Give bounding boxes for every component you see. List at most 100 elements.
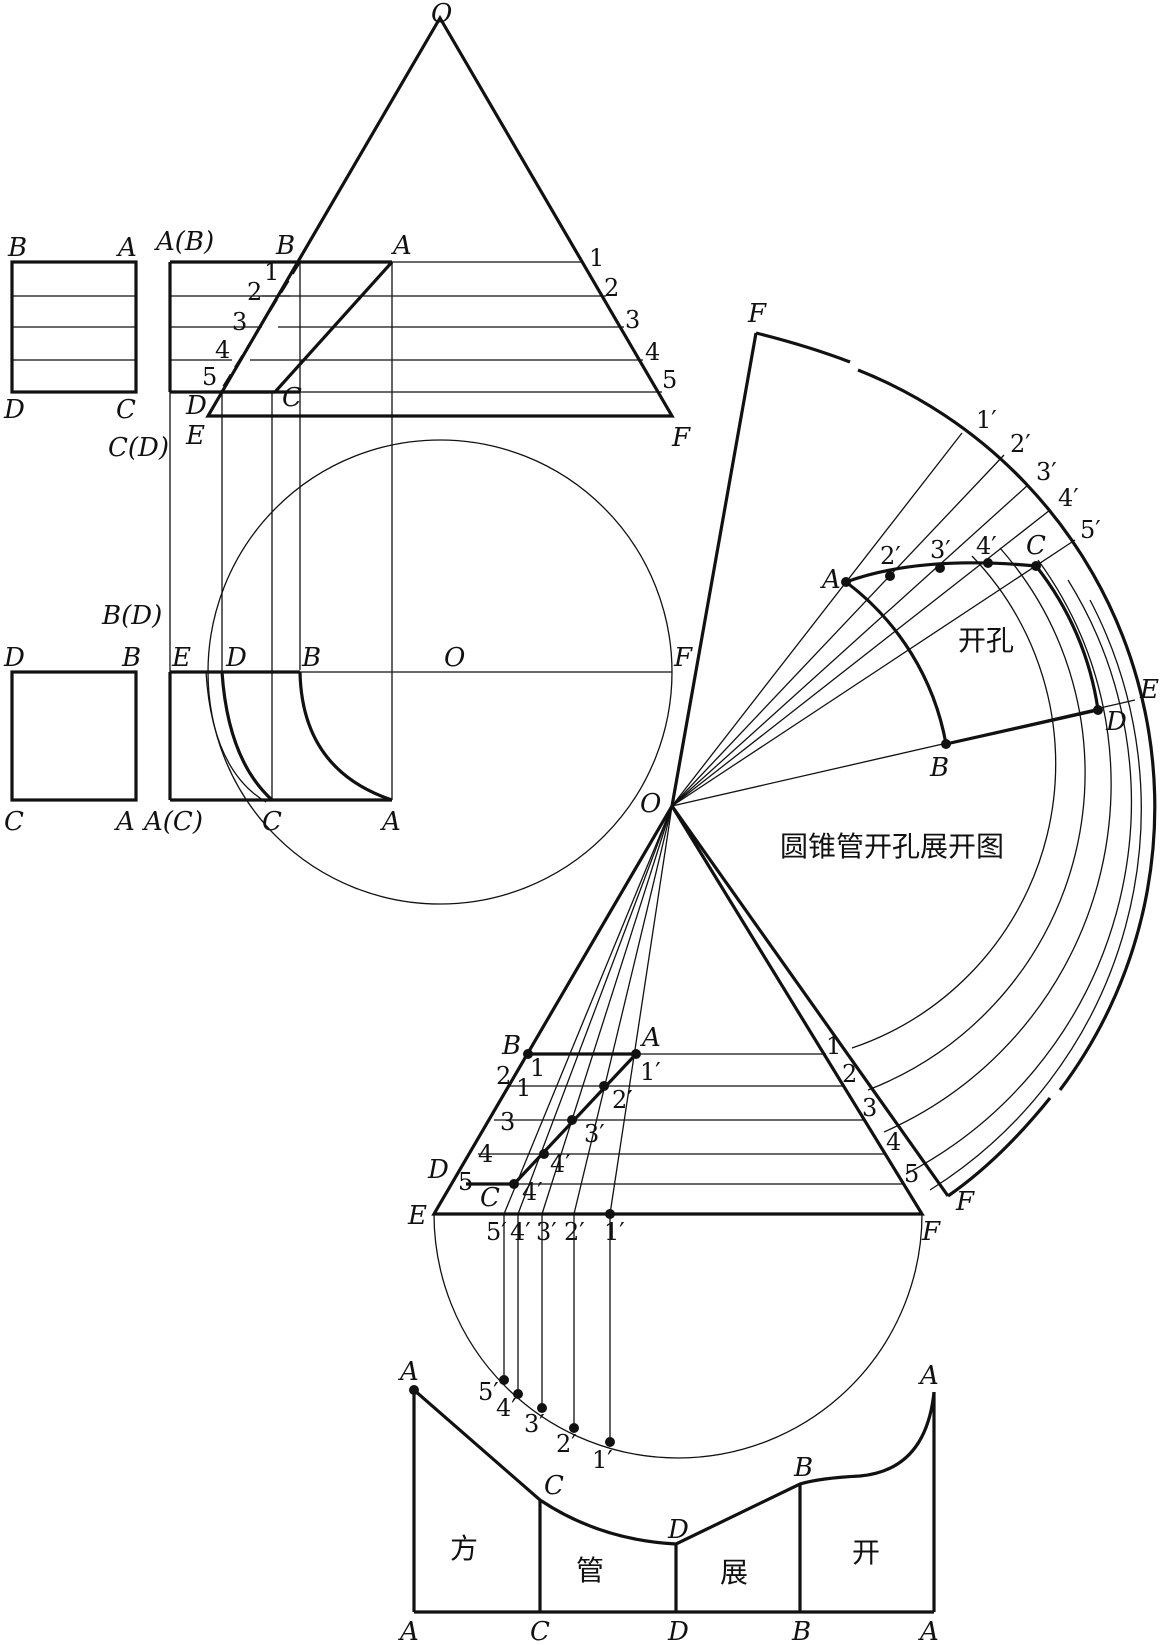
lc-b4: 4′ (510, 1218, 531, 1246)
plan-view: B(D) D B E D B O F C A A(C) C A (3, 439, 693, 905)
fan-D: D (1105, 707, 1127, 737)
label-cone-C: C (282, 383, 302, 413)
fan-5p: 5′ (1080, 516, 1101, 544)
strip-char-2: 管 (576, 1554, 604, 1587)
fan-3p-hole: 3′ (930, 536, 951, 564)
strip-C-b: C (530, 1617, 550, 1645)
fan-F-top: F (747, 299, 767, 329)
fan-E: E (1139, 675, 1159, 705)
fan-B: B (929, 753, 949, 783)
plan-F: F (673, 643, 693, 673)
num-1: 1 (589, 244, 604, 272)
num-4: 4 (645, 338, 660, 366)
top-elevation-view: O B A A(B) B A 1 2 3 4 5 1 2 3 4 5 D C D… (3, 0, 691, 800)
lower-cone-view: B A 2 1 1 3 4 D 5 C E 1′ 2′ 3′ 4′ 4′ 5′ … (407, 802, 941, 1474)
label-A: A (116, 233, 137, 263)
lc-b2: 2′ (564, 1218, 585, 1246)
label-D: D (3, 395, 25, 425)
lc-s4: 4′ (496, 1394, 517, 1422)
hole-arc-B-A (298, 671, 393, 802)
lc-E: E (407, 1201, 427, 1231)
strip-A-br: A (918, 1617, 939, 1645)
fan-3p: 3′ (1036, 458, 1057, 486)
plan-D2: D (225, 643, 247, 673)
lc-l4: 4 (478, 1140, 493, 1168)
num-3: 3 (625, 306, 640, 334)
strip-C-mid: C (544, 1471, 564, 1501)
plan-C2: C (262, 807, 282, 837)
lc-l3: 3 (500, 1108, 515, 1136)
strip-A-top-right: A (918, 1361, 939, 1391)
diagram-title: 圆锥管开孔展开图 (780, 830, 1004, 863)
plan-B: B (121, 643, 141, 673)
lc-B: B (501, 1031, 521, 1061)
num-5-left: 5 (202, 363, 217, 391)
plan-O: O (444, 643, 465, 673)
label-cone-D: D (185, 391, 207, 421)
num-2: 2 (604, 274, 619, 302)
plan-A2: A (380, 807, 401, 837)
lc-in4: 4′ (550, 1150, 571, 1178)
strip-A-top-left: A (398, 1357, 419, 1387)
fan-O: O (640, 789, 661, 819)
lc-in3: 3′ (584, 1120, 605, 1148)
lc-in1: 1′ (640, 1058, 661, 1086)
fan-development: F 1′ 2′ 3′ 4′ 5′ A 2′ 3′ 4′ C 开孔 E D B O… (640, 299, 1159, 1217)
label-cone-F: F (671, 423, 691, 453)
fan-4p-hole: 4′ (976, 532, 997, 560)
lc-D: D (427, 1155, 449, 1185)
strip-D-mid: D (667, 1515, 689, 1545)
hole-arc-D-C (220, 671, 274, 802)
lc-s1: 1′ (592, 1446, 613, 1474)
lc-l1b: 1 (516, 1074, 531, 1102)
lc-A: A (640, 1023, 661, 1053)
label-cone-A: A (391, 231, 412, 261)
num-2-left: 2 (247, 278, 262, 306)
lc-C: C (480, 1183, 500, 1213)
label-cone-E: E (185, 421, 205, 451)
fan-4p: 4′ (1058, 484, 1079, 512)
hole-left-edge (845, 580, 948, 745)
plan-C: C (4, 807, 24, 837)
num-4-left: 4 (215, 336, 230, 364)
lower-base-semicircle (433, 1213, 923, 1459)
lower-cone-triangle (431, 802, 925, 1216)
apex-O: O (431, 0, 452, 29)
fan-2p: 2′ (1010, 430, 1031, 458)
label-B-D: B(D) (101, 601, 162, 631)
label-C: C (116, 395, 136, 425)
strip-char-1: 方 (450, 1532, 478, 1565)
hole-label: 开孔 (958, 624, 1014, 657)
lc-r3: 3 (862, 1094, 877, 1122)
label-cone-B: B (275, 231, 295, 261)
lc-b1: 1′ (604, 1218, 625, 1246)
lc-s2: 2′ (556, 1430, 577, 1458)
lc-s5: 5′ (478, 1378, 499, 1406)
strip-char-3: 展 (720, 1556, 748, 1589)
hole-top-edge (845, 561, 1037, 584)
strip-char-4: 开 (852, 1536, 880, 1569)
hole-right-edge (1034, 565, 1100, 711)
num-1-left: 1 (264, 258, 279, 286)
fan-2p-hole: 2′ (880, 542, 901, 570)
lc-F: F (921, 1217, 941, 1247)
fan-C: C (1026, 531, 1046, 561)
strip-B-mid: B (793, 1453, 813, 1483)
square-pipe-development-strip: 方 管 展 开 A C D B A A C D B A (398, 1357, 939, 1645)
num-5: 5 (662, 366, 677, 394)
label-C-D: C(D) (108, 433, 169, 463)
plan-A-C: A(C) (142, 807, 203, 837)
square-pipe-plan-rect (10, 670, 138, 802)
strip-cut-curve (412, 1388, 936, 1546)
lc-l2: 2 (496, 1062, 511, 1090)
plan-B2: B (301, 643, 321, 673)
strip-B-b: B (791, 1617, 811, 1645)
plan-A: A (114, 807, 135, 837)
lc-r2: 2 (842, 1060, 857, 1088)
plan-E: E (171, 643, 191, 673)
lc-r1: 1 (826, 1032, 841, 1060)
lc-b5: 5′ (486, 1218, 507, 1246)
lc-in2: 2′ (612, 1086, 633, 1114)
label-B: B (7, 233, 27, 263)
